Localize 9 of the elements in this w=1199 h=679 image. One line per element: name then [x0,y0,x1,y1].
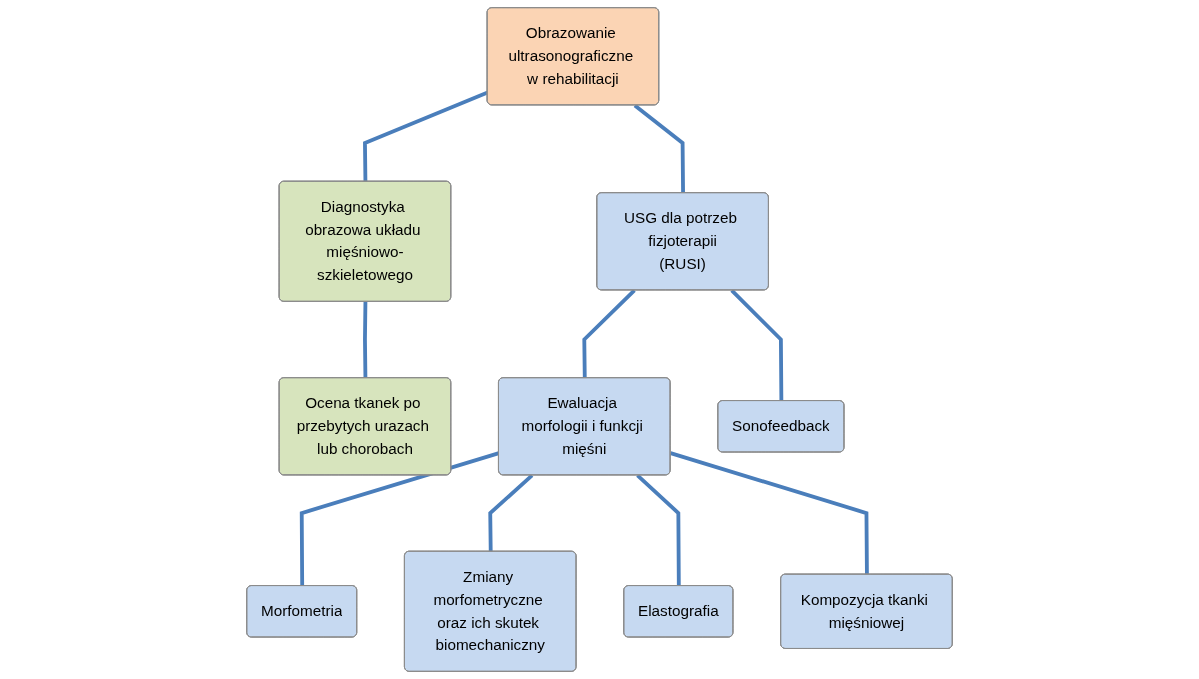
connector [582,289,636,379]
connector [363,301,368,379]
connector [299,451,500,587]
connector [488,474,534,552]
connector [670,451,869,575]
connector [633,103,685,194]
connector [363,90,489,182]
connector [636,474,681,587]
connector [730,289,784,402]
